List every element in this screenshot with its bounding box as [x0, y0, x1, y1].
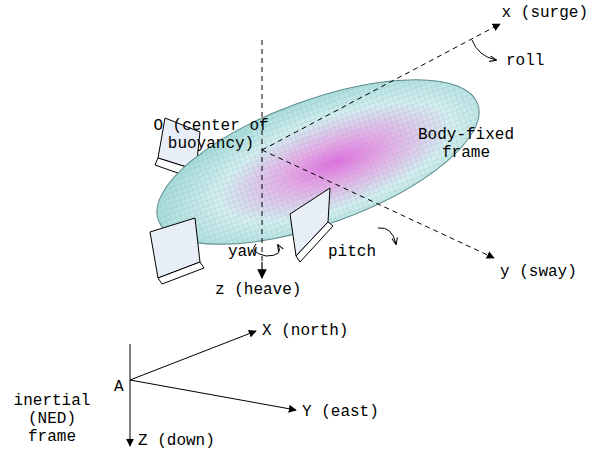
axis-label: x (surge) — [502, 4, 588, 22]
rotation-label: pitch — [328, 243, 376, 261]
axis-label: X (north) — [262, 322, 348, 340]
axis-label: y (sway) — [500, 263, 577, 281]
rotation-label: yaw — [228, 243, 257, 261]
frame-label: Body-fixed frame — [410, 126, 522, 162]
origin-label: A — [114, 378, 124, 396]
axis-label: Z (down) — [138, 432, 215, 450]
axis-label: z (heave) — [215, 281, 301, 299]
origin-label: O (center of buoyancy) — [150, 117, 272, 153]
frame-label: inertial (NED) frame — [4, 392, 100, 446]
rotation-label: roll — [506, 52, 544, 70]
axis-label: Y (east) — [302, 403, 379, 421]
